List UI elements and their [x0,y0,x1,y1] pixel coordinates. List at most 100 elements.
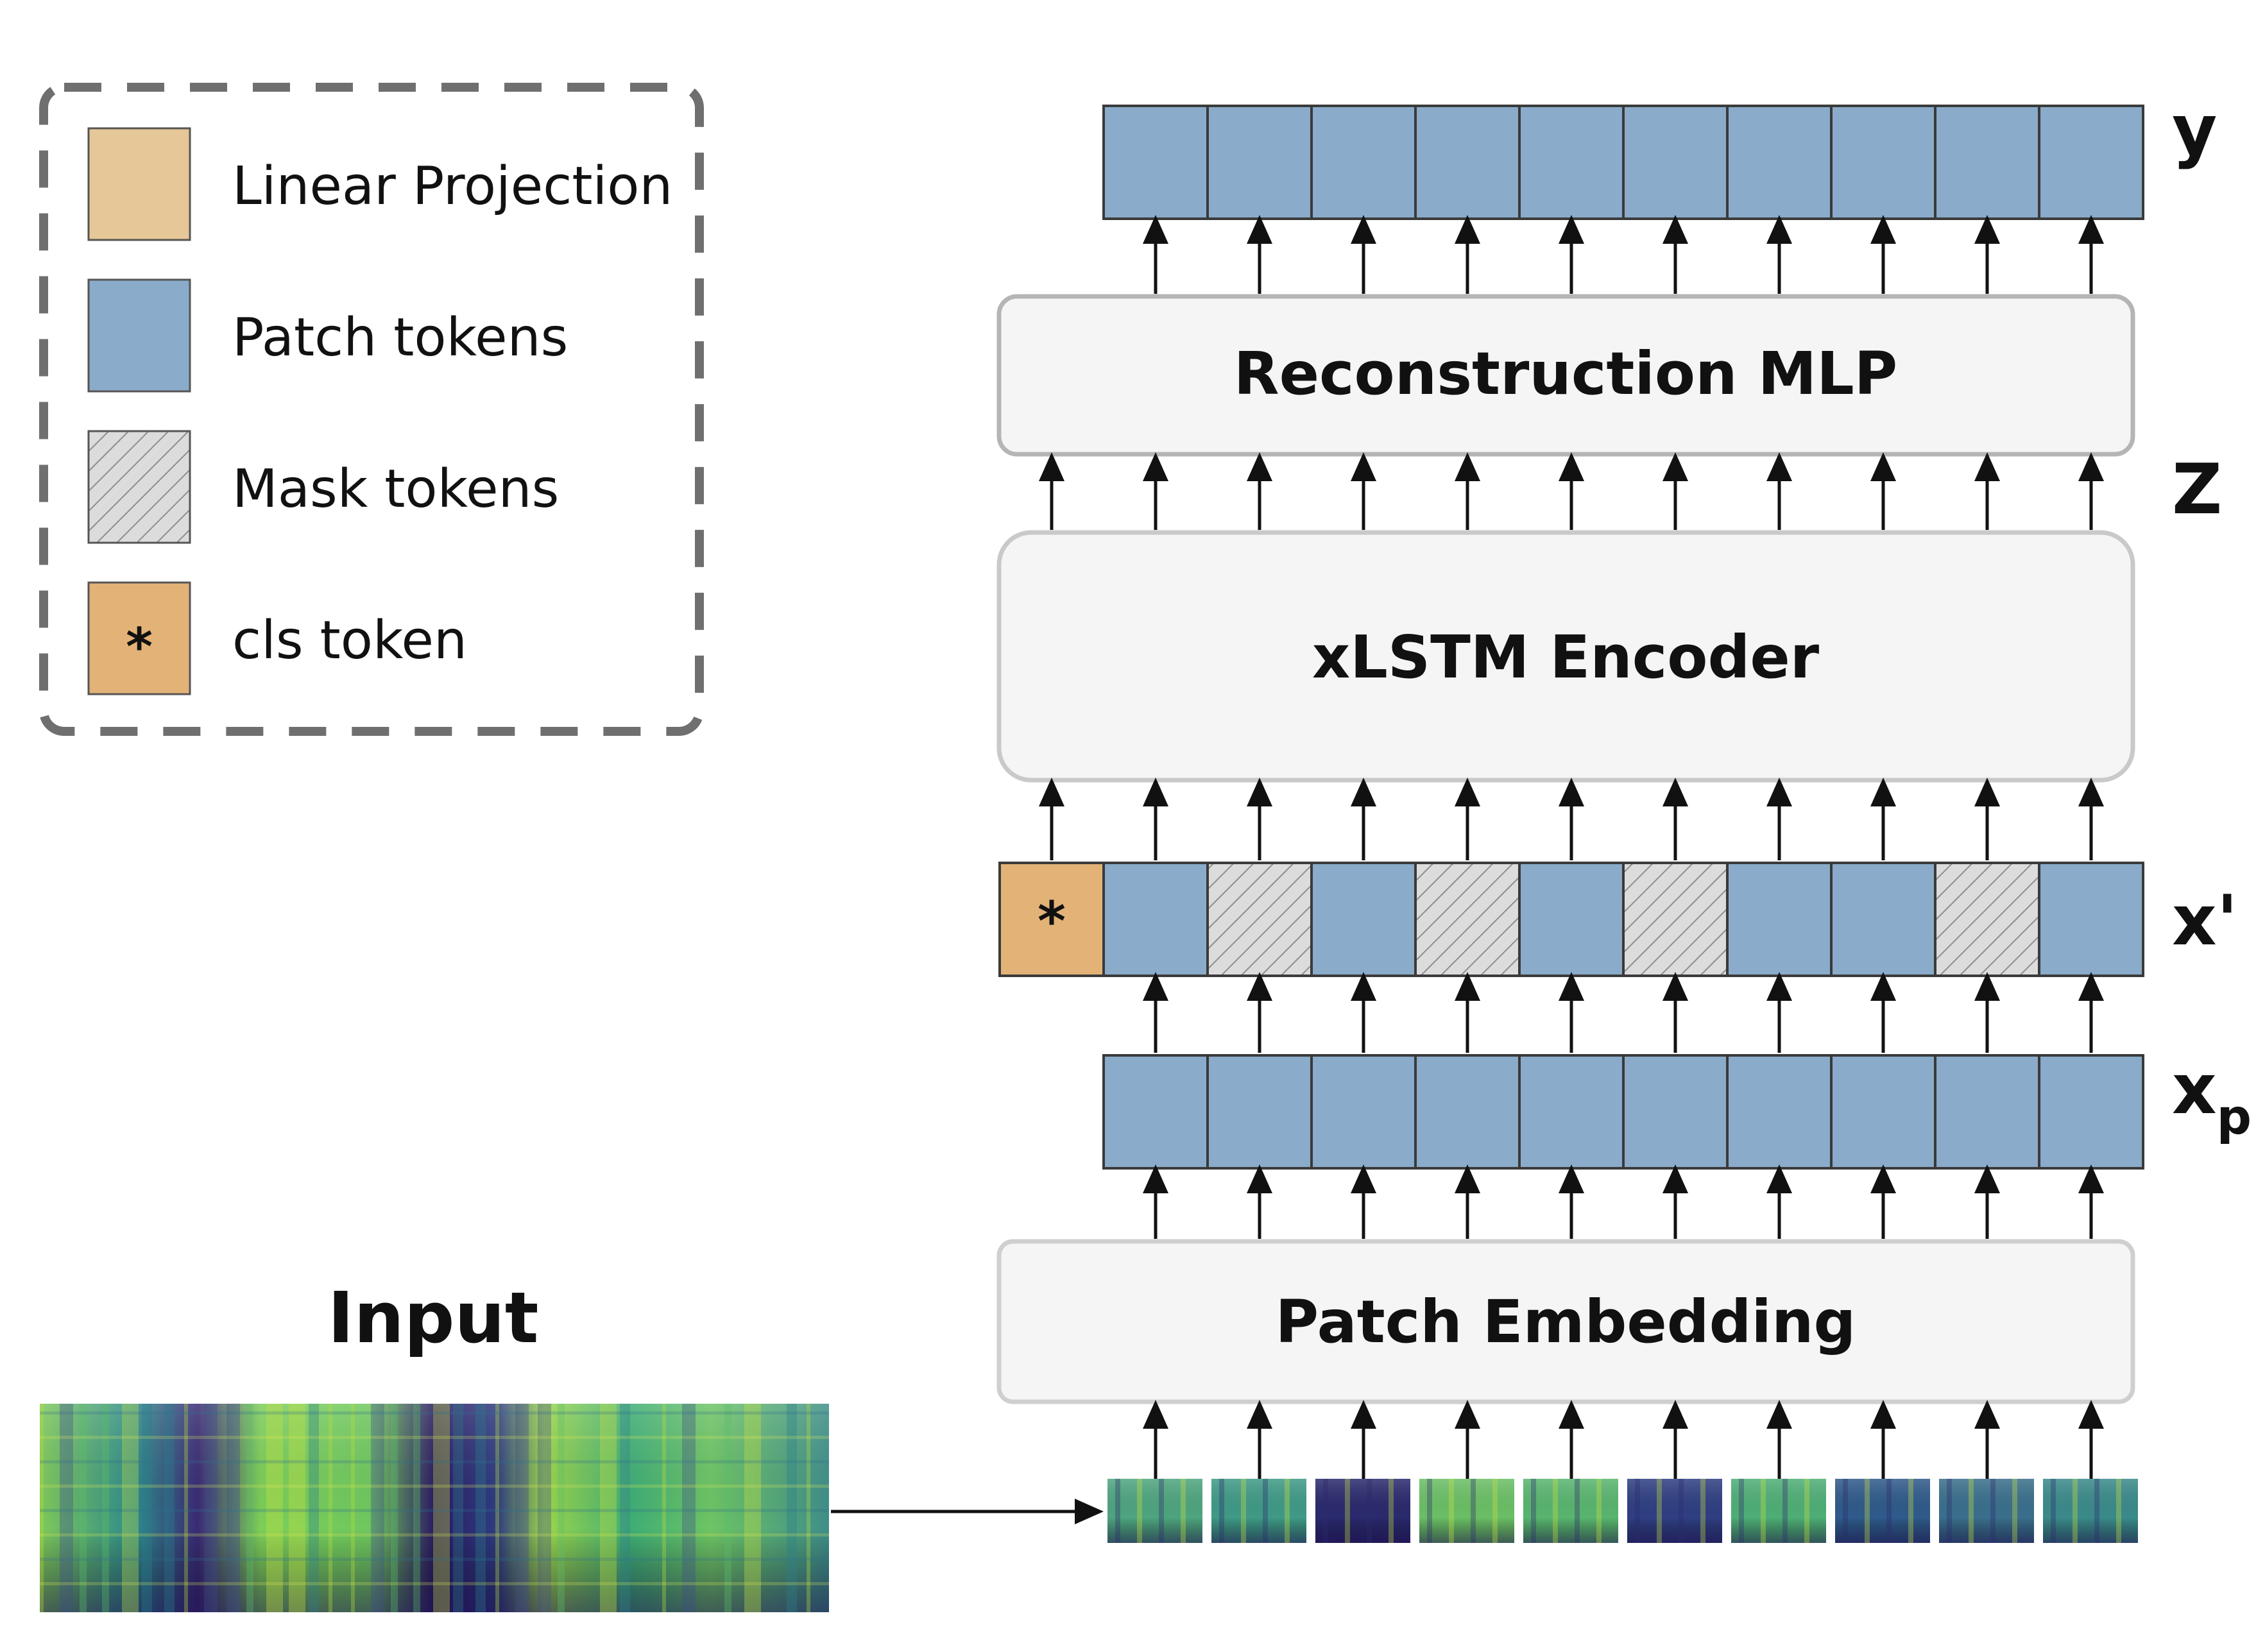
patch-token-row [1102,1054,2144,1170]
input-patch-band [1575,1479,1580,1543]
patch-token [1726,862,1833,977]
input-patch-band [2073,1479,2078,1543]
spectrogram-band [351,1404,355,1612]
patch-token [1934,105,2040,220]
patch-token [1518,862,1625,977]
legend-swatch-patch [87,278,191,393]
patch-token [1102,105,1209,220]
spectrogram-harmonic [40,1582,829,1585]
input-patch-band [2012,1479,2017,1543]
spectrogram-harmonic [40,1509,829,1512]
patch-token [1206,1054,1313,1170]
input-patch-band [1427,1479,1432,1543]
input-patch-shade [1627,1479,1722,1543]
input-patch-band [1471,1479,1476,1543]
input-patch-thumbnail [1731,1479,1826,1543]
masked-token-row: * [998,862,2144,977]
input-patch-shade [2043,1479,2138,1543]
input-patch-band [1908,1479,1913,1543]
input-patch-thumbnail [1523,1479,1618,1543]
patch-token [1518,1054,1625,1170]
input-patch-band [1739,1479,1744,1543]
token-rows: * [998,105,2144,1170]
spectrogram-band [538,1404,551,1612]
input-patch-band [1531,1479,1536,1543]
spectrogram-band [40,1404,44,1612]
patch-token [1310,105,1417,220]
input-patch-band [1843,1479,1848,1543]
spectrogram-band [620,1404,630,1612]
spectrogram-band [204,1404,218,1612]
legend-border [39,83,704,736]
patch-token [1830,1054,1936,1170]
mask-token [1934,862,2040,977]
spectrogram-band [682,1404,696,1612]
input-patch-shade [1107,1479,1202,1543]
label-y: y [2172,90,2217,171]
input-patch-band [2051,1479,2056,1543]
arrows-input-to-embedding [1143,1400,2104,1479]
input-patch-band [1969,1479,1974,1543]
patch-token [1414,105,1521,220]
label-x-p-subscript: p [2217,1088,2252,1145]
input-patch-band [1761,1479,1766,1543]
input-patch-band [2116,1479,2121,1543]
cls-symbol: * [1038,890,1066,953]
input-patch-band [1700,1479,1705,1543]
spectrogram-band [142,1404,152,1612]
patch-token [2038,1054,2144,1170]
spectrogram-band [600,1404,617,1612]
input-patch-band [1990,1479,1996,1543]
spectrogram-band [102,1404,109,1612]
input-patch-shade [1211,1479,1306,1543]
patch-token [1622,105,1729,220]
legend-item-patch: Patch tokens [87,278,568,393]
input-patch-band [1159,1479,1164,1543]
spectrogram-band [184,1404,188,1612]
spectrogram-band [744,1404,761,1612]
xlstm-encoder-block: xLSTM Encoder [996,530,2135,783]
input-patch-thumbnail [1419,1479,1514,1543]
legend-item-mask: Mask tokens [87,430,559,544]
reconstruction-mlp-block: Reconstruction MLP [996,294,2135,457]
spectrogram-band [371,1404,384,1612]
spectrogram-band [413,1404,420,1612]
cls-token [998,862,1105,977]
legend-swatch-cls [87,581,191,695]
spectrogram-band [807,1404,810,1612]
input-patch-band [2094,1479,2099,1543]
xlstm-encoder-label: xLSTM Encoder [1312,623,1820,692]
input-patch-band [1492,1479,1498,1543]
spectrogram-harmonic [40,1411,829,1415]
mask-token [1622,862,1729,977]
input-patch-band [1389,1479,1394,1543]
legend-label-mask: Mask tokens [232,459,559,520]
input-patch-band [1181,1479,1186,1543]
input-patch-band [1219,1479,1224,1543]
legend-label-linear-projection: Linear Projection [232,156,672,217]
input-patch-band [1553,1479,1558,1543]
input-patch-band [1865,1479,1870,1543]
input-patch-shade [1315,1479,1410,1543]
input-patch-thumbnail [1107,1479,1202,1543]
label-x-p-base: x [2172,1050,2217,1130]
spectrogram-harmonic [40,1533,829,1537]
patch-token [1726,1054,1833,1170]
arrows-patch-to-masked [1143,972,2104,1053]
spectrogram-harmonic [40,1436,829,1439]
spectrogram-band [453,1404,463,1612]
legend-swatch-linear-projection [87,127,191,241]
patch-token [1310,1054,1417,1170]
spectrogram-band [495,1404,499,1612]
spectrogram-band [309,1404,319,1612]
input-patch-band [1596,1479,1602,1543]
spectrogram-band [475,1404,486,1612]
input-section: Input [40,1277,1104,1612]
input-patch-band [1782,1479,1788,1543]
spectrogram-band [226,1404,240,1612]
input-patch-band [1886,1479,1892,1543]
input-patch-shade [1731,1479,1826,1543]
spectrogram-band [724,1404,731,1612]
